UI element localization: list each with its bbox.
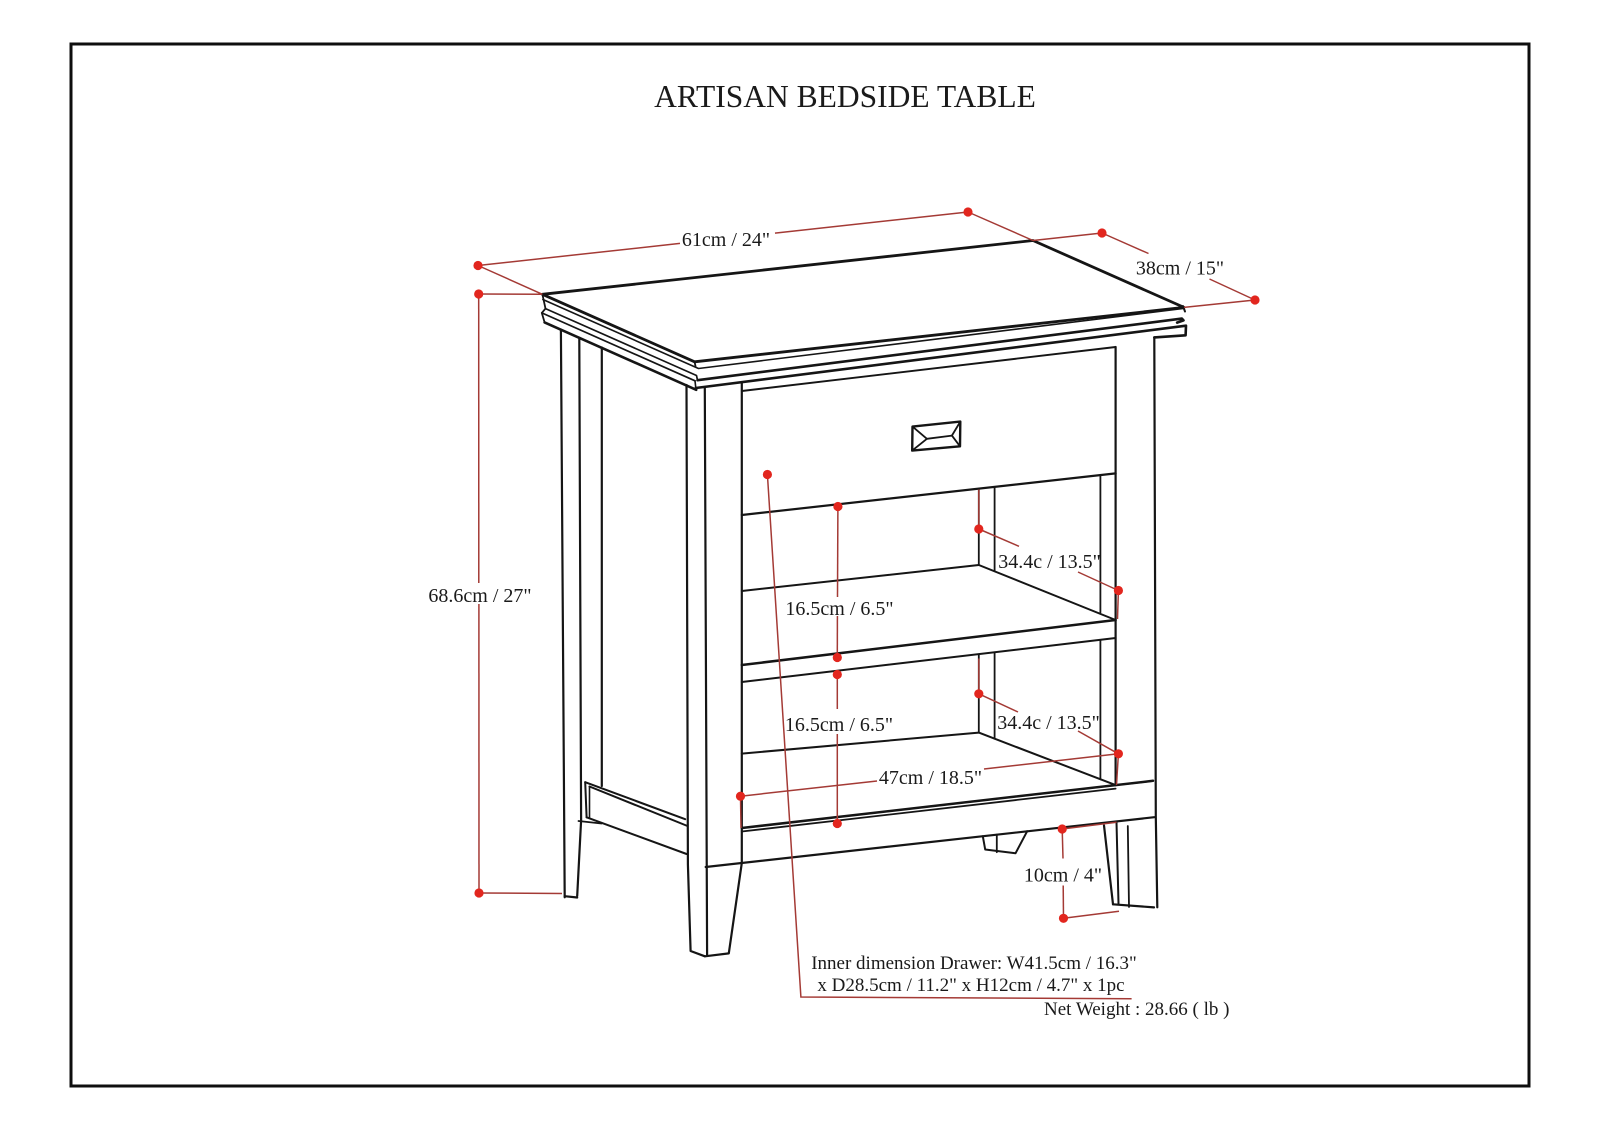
svg-text:16.5cm / 6.5": 16.5cm / 6.5" xyxy=(785,598,893,620)
svg-text:34.4c / 13.5": 34.4c / 13.5" xyxy=(997,712,1100,734)
svg-text:ARTISAN BEDSIDE TABLE: ARTISAN BEDSIDE TABLE xyxy=(654,79,1036,114)
svg-text:16.5cm / 6.5": 16.5cm / 6.5" xyxy=(785,714,893,736)
svg-text:38cm / 15": 38cm / 15" xyxy=(1136,258,1224,280)
svg-text:34.4c / 13.5": 34.4c / 13.5" xyxy=(998,551,1101,573)
svg-text:x D28.5cm / 11.2" x H12cm / 4.: x D28.5cm / 11.2" x H12cm / 4.7" x 1pc xyxy=(817,975,1124,996)
svg-text:61cm / 24": 61cm / 24" xyxy=(682,229,770,251)
svg-text:Inner dimension Drawer: W41.5c: Inner dimension Drawer: W41.5cm / 16.3" xyxy=(811,953,1137,974)
svg-text:10cm / 4": 10cm / 4" xyxy=(1024,865,1102,887)
svg-text:47cm / 18.5": 47cm / 18.5" xyxy=(879,767,982,789)
svg-text:Net Weight : 28.66 ( lb ): Net Weight : 28.66 ( lb ) xyxy=(1044,999,1229,1020)
svg-text:68.6cm / 27": 68.6cm / 27" xyxy=(428,585,531,607)
